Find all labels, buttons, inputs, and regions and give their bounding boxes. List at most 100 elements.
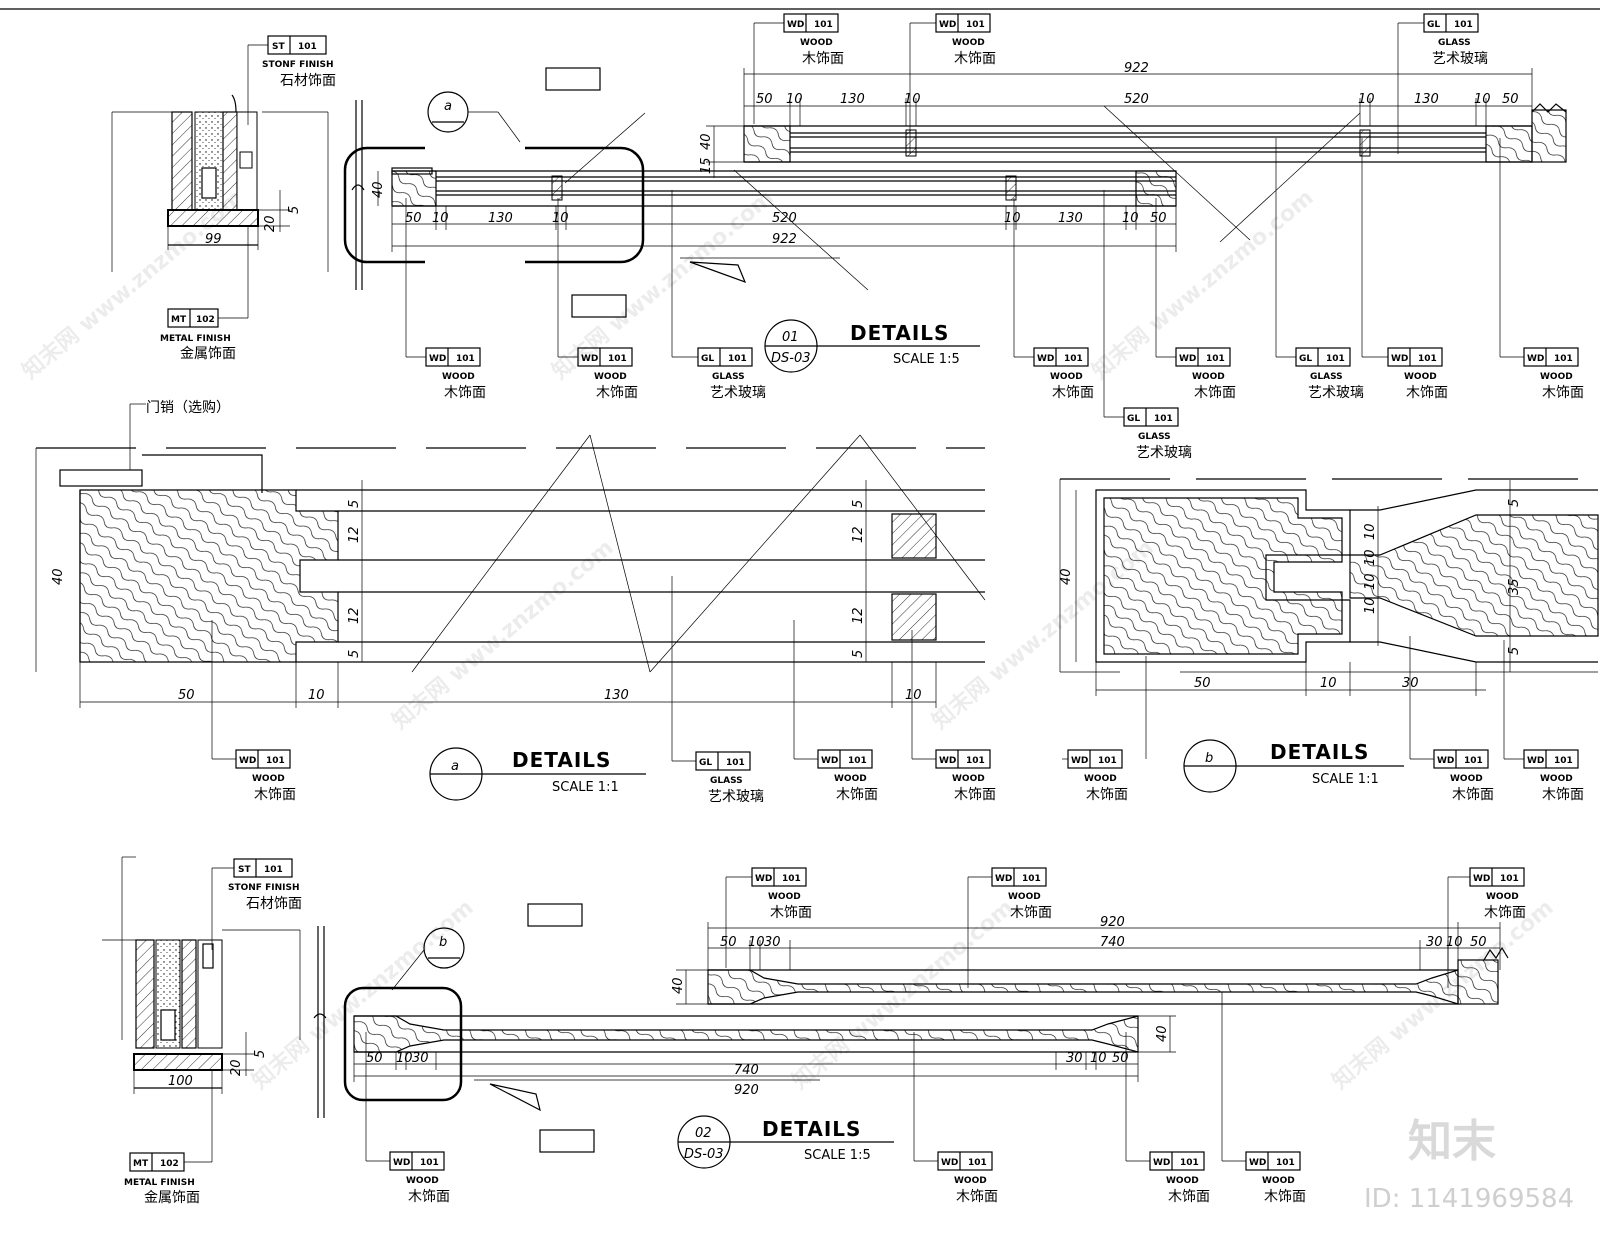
tag-code: WD: [1249, 1158, 1266, 1168]
callout-letter: a: [444, 99, 452, 114]
dim-text: 12: [851, 526, 866, 543]
material-cn: 木饰面: [836, 787, 878, 803]
material-en: WOOD: [800, 38, 833, 48]
wall-detail-top: 99 20 5 ST 101 STONF FINISH 石材饰面 MT 102 …: [111, 35, 336, 362]
dim-text: 50: [366, 1051, 383, 1066]
dim-text: 5: [347, 650, 362, 658]
tag-code: WD: [429, 354, 446, 364]
material-en: WOOD: [1486, 892, 1519, 902]
material-cn: 金属饰面: [144, 1190, 200, 1206]
dim-text: 100: [168, 1074, 193, 1089]
dim-text: 10: [1363, 523, 1378, 540]
dim-text: 10: [1446, 935, 1463, 950]
tag-num: 101: [1022, 874, 1041, 884]
dim-text: 10: [786, 92, 803, 107]
material-cn: 木饰面: [1542, 787, 1584, 803]
material-en: WOOD: [1084, 774, 1117, 784]
dim-text: 5: [253, 1050, 268, 1058]
tag-num: 101: [1098, 756, 1117, 766]
tag-num: 101: [1206, 354, 1225, 364]
tag-code: GL: [1427, 20, 1440, 30]
tag-num: 101: [1500, 874, 1519, 884]
tag-code: WD: [1071, 756, 1088, 766]
dim-text: 10: [1363, 549, 1378, 566]
tag-num: 101: [420, 1158, 439, 1168]
tag-num: 101: [1554, 756, 1573, 766]
dim-text: 40: [699, 133, 714, 150]
tag-code: GL: [699, 758, 712, 768]
dim-text: 5: [287, 206, 302, 214]
material-cn: 木饰面: [1194, 385, 1236, 401]
dim-text: 130: [1414, 92, 1439, 107]
material-en: WOOD: [952, 774, 985, 784]
material-cn: 木饰面: [1484, 905, 1526, 921]
dim-text: 10: [1358, 92, 1375, 107]
dim-text: 50: [405, 211, 422, 226]
tag-num: 101: [848, 756, 867, 766]
tag-num: 101: [1154, 414, 1173, 424]
dim-text: 130: [604, 688, 629, 703]
wall-detail-bottom: 100 20 5 ST 101 STONF FINISH 石材饰面 MT 102…: [102, 856, 302, 1206]
material-en: WOOD: [1166, 1176, 1199, 1186]
material-en: WOOD: [252, 774, 285, 784]
detail-sheet: DS-03: [684, 1147, 724, 1162]
material-en: GLASS: [1310, 372, 1343, 382]
tag-code: WD: [755, 874, 772, 884]
dim-text: 35: [1507, 578, 1522, 595]
tag-code: WD: [1527, 756, 1544, 766]
detail-num: 01: [782, 330, 799, 345]
dim-text: 5: [851, 500, 866, 508]
material-cn: 木饰面: [408, 1189, 450, 1205]
dim-text: 10: [1004, 211, 1021, 226]
tag-code: WD: [787, 20, 804, 30]
material-en: WOOD: [1192, 372, 1225, 382]
tag-code: WD: [1037, 354, 1054, 364]
material-cn: 艺术玻璃: [708, 788, 764, 805]
material-en: GLASS: [712, 372, 745, 382]
dim-text: 50: [720, 935, 737, 950]
material-cn: 艺术玻璃: [1136, 444, 1192, 461]
material-cn: 木饰面: [954, 787, 996, 803]
dim-text: 5: [1507, 499, 1522, 507]
dim-text: 30: [1066, 1051, 1083, 1066]
dim-text: 40: [671, 977, 686, 994]
material-cn: 金属饰面: [180, 346, 236, 362]
tag-num: 102: [196, 315, 215, 325]
tag-code: GL: [701, 354, 714, 364]
dim-text: 10: [905, 688, 922, 703]
dim-text: 10: [432, 211, 449, 226]
material-en: STONF FINISH: [228, 883, 299, 893]
detail-title-b: b DETAILS SCALE 1:1: [1183, 739, 1404, 793]
tag-code: WD: [939, 756, 956, 766]
dim-text: 130: [1058, 211, 1083, 226]
material-cn: 艺术玻璃: [1432, 50, 1488, 67]
detail-title: DETAILS: [1270, 740, 1369, 764]
material-cn: 木饰面: [596, 385, 638, 401]
material-cn: 木饰面: [1406, 385, 1448, 401]
tag-num: 101: [1554, 354, 1573, 364]
dim-text: 50: [1470, 935, 1487, 950]
callout-letter: b: [439, 935, 447, 950]
detail-b-drawing: 50 10 30 40 10 10 10 10 5 35 5: [1059, 478, 1599, 696]
material-en: WOOD: [1540, 774, 1573, 784]
tag-num: 101: [266, 756, 285, 766]
detail-title-a: a DETAILS SCALE 1:1: [429, 747, 646, 801]
material-cn: 木饰面: [254, 787, 296, 803]
tag-num: 101: [814, 20, 833, 30]
dim-text: 50: [1502, 92, 1519, 107]
dim-text: 10: [1363, 573, 1378, 590]
tag-num: 101: [1276, 1158, 1295, 1168]
material-en: GLASS: [1138, 432, 1171, 442]
tag-num: 101: [726, 758, 745, 768]
dim-text: 130: [488, 211, 513, 226]
material-en: WOOD: [1404, 372, 1437, 382]
detail-title: DETAILS: [762, 1117, 861, 1141]
detail-title-02: 02 DS-03 DETAILS SCALE 1:5: [677, 1115, 894, 1169]
dim-text: 12: [851, 607, 866, 624]
detail-title: DETAILS: [512, 748, 611, 772]
watermark-text: 知末网 www.znzmo.com: [247, 894, 478, 1094]
dim-text: 10: [1474, 92, 1491, 107]
dim-text: 40: [371, 181, 386, 198]
tag-num: 101: [298, 42, 317, 52]
dim-text: 50: [1150, 211, 1167, 226]
